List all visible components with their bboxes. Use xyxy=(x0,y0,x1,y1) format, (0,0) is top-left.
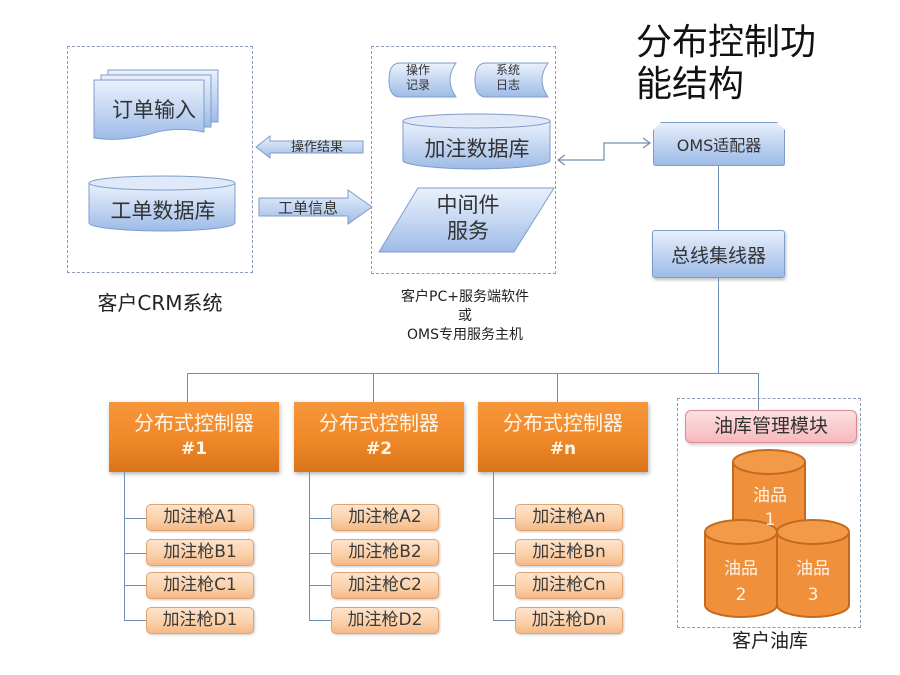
depot-caption: 客户油库 xyxy=(731,630,808,652)
gun-b2: 加注枪B2 xyxy=(331,539,439,566)
op-log-line-2: 记录 xyxy=(405,78,430,92)
tank-2-num: 2 xyxy=(735,585,747,605)
gun-d2: 加注枪D2 xyxy=(331,607,439,634)
gun-b1: 加注枪B1 xyxy=(146,539,254,566)
bus-hub-label: 总线集线器 xyxy=(670,244,766,267)
controller-2-trunk xyxy=(309,472,311,620)
oil-tanks xyxy=(704,449,850,618)
fuel-db-label: 加注数据库 xyxy=(424,137,530,161)
gun-branch xyxy=(124,620,146,622)
server-caption: 客户PC+服务端软件 或 OMS专用服务主机 xyxy=(360,288,570,345)
oms-hub-line xyxy=(718,166,720,230)
order-input-label: 订单输入 xyxy=(112,98,196,122)
title-line-2: 能结构 xyxy=(636,64,745,105)
server-caption-line-3: OMS专用服务主机 xyxy=(407,327,523,343)
op-log-label: 操作 记录 xyxy=(392,63,444,93)
gun-cn: 加注枪Cn xyxy=(515,572,623,599)
work-order-info-label: 工单信息 xyxy=(277,199,338,217)
gun-a2: 加注枪A2 xyxy=(331,504,439,531)
middleware-line-1: 中间件 xyxy=(436,193,500,217)
gun-branch xyxy=(309,518,331,520)
sys-log-line-1: 系统 xyxy=(495,63,520,77)
gun-branch xyxy=(309,553,331,555)
gun-c2: 加注枪C2 xyxy=(331,572,439,599)
controller-2-number: #2 xyxy=(365,439,393,459)
hub-down-line xyxy=(718,278,720,374)
middleware-line-2: 服务 xyxy=(447,219,489,243)
gun-branch xyxy=(124,585,146,587)
controller-n-trunk xyxy=(493,472,495,620)
crm-caption: 客户CRM系统 xyxy=(97,291,223,315)
controller-n-number: #n xyxy=(549,439,577,459)
work-order-db-shape xyxy=(88,175,236,232)
gun-branch xyxy=(493,620,515,622)
order-input-shape xyxy=(93,69,219,140)
gun-branch xyxy=(493,585,515,587)
gun-an: 加注枪An xyxy=(515,504,623,531)
oms-adapter: OMS适配器 xyxy=(653,122,785,166)
controller-1-label: 分布式控制器 xyxy=(134,411,254,435)
gun-bn: 加注枪Bn xyxy=(515,539,623,566)
crm-system-group xyxy=(67,46,253,273)
bus-drop-depot xyxy=(758,373,760,413)
tank-3-name: 油品 xyxy=(796,559,830,579)
gun-c1: 加注枪C1 xyxy=(146,572,254,599)
bus-drop-ctrl-1 xyxy=(187,373,189,402)
sys-log-label: 系统 日志 xyxy=(480,63,536,93)
gun-d1: 加注枪D1 xyxy=(146,607,254,634)
depot-module: 油库管理模块 xyxy=(685,410,857,443)
tank-3-num: 3 xyxy=(807,585,819,605)
op-result-arrow xyxy=(255,134,364,160)
controller-n: 分布式控制器 #n xyxy=(478,402,648,472)
controller-n-label: 分布式控制器 xyxy=(503,411,623,435)
work-order-info-arrow xyxy=(258,189,373,225)
controller-1-trunk xyxy=(124,472,126,620)
depot-group xyxy=(677,398,861,628)
server-group xyxy=(371,46,556,274)
gun-branch xyxy=(309,620,331,622)
op-log-shape xyxy=(388,62,457,98)
diagram-title: 分布控制功 能结构 xyxy=(636,22,816,106)
op-result-label: 操作结果 xyxy=(290,140,343,155)
tank-3 xyxy=(776,519,850,618)
tank-2-label: 油品 2 xyxy=(706,556,776,608)
bus-drop-ctrl-n xyxy=(557,373,559,402)
tank-2 xyxy=(704,519,778,618)
tank-1-label: 油品 1 xyxy=(735,484,805,532)
middleware-shape xyxy=(378,187,555,253)
gun-branch xyxy=(309,585,331,587)
server-caption-line-2: 或 xyxy=(458,308,472,324)
bus-hub: 总线集线器 xyxy=(652,230,785,278)
controller-1-number: #1 xyxy=(180,439,208,459)
gun-branch xyxy=(493,553,515,555)
sys-log-shape xyxy=(474,62,549,98)
middleware-label: 中间件 服务 xyxy=(408,192,528,244)
server-caption-line-1: 客户PC+服务端软件 xyxy=(401,289,529,305)
tank-1-num: 1 xyxy=(764,510,776,530)
title-line-1: 分布控制功 xyxy=(636,22,817,63)
controller-1: 分布式控制器 #1 xyxy=(109,402,279,472)
op-log-line-1: 操作 xyxy=(405,63,430,77)
gun-branch xyxy=(493,518,515,520)
fuel-db-shape xyxy=(402,113,551,170)
gun-a1: 加注枪A1 xyxy=(146,504,254,531)
bus-drop-ctrl-2 xyxy=(373,373,375,402)
sys-log-line-2: 日志 xyxy=(495,78,520,92)
gun-branch xyxy=(124,518,146,520)
controller-2: 分布式控制器 #2 xyxy=(294,402,464,472)
controller-2-label: 分布式控制器 xyxy=(319,411,439,435)
oms-adapter-label: OMS适配器 xyxy=(676,136,762,155)
tank-1-name: 油品 xyxy=(753,486,787,506)
bus-horizontal-line xyxy=(187,373,759,375)
gun-branch xyxy=(124,553,146,555)
tank-3-label: 油品 3 xyxy=(778,556,848,608)
work-order-db-label: 工单数据库 xyxy=(110,199,216,223)
tank-2-name: 油品 xyxy=(724,559,758,579)
depot-module-label: 油库管理模块 xyxy=(713,415,828,437)
gun-dn: 加注枪Dn xyxy=(515,607,623,634)
